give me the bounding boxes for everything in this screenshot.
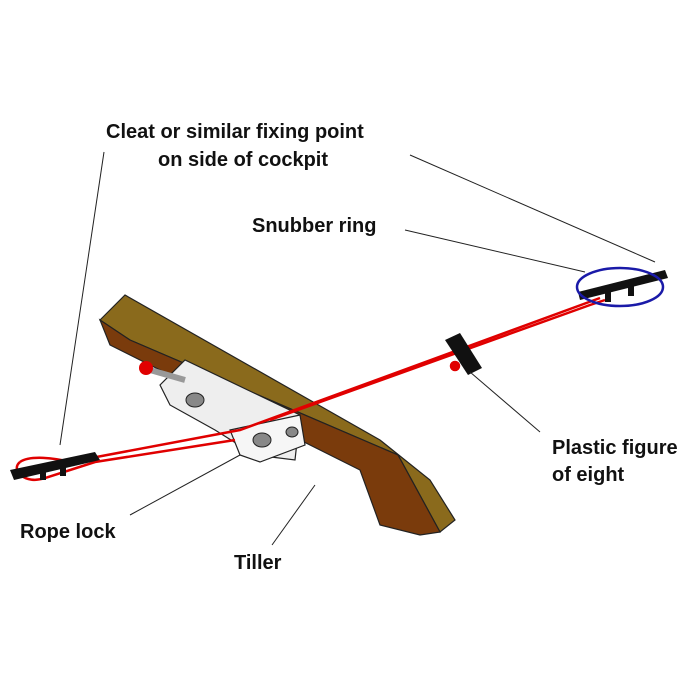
snubber-ring-label: Snubber ring (252, 215, 377, 237)
figure-of-eight-label-line2: of eight (552, 464, 625, 486)
right-cleat (578, 270, 668, 302)
left-cleat (10, 452, 100, 480)
cleat-label-line1: Cleat or similar fixing point (106, 121, 364, 143)
rope-lock-label: Rope lock (20, 521, 116, 543)
leader-lines (59, 151, 656, 546)
snubber-ring-highlight (575, 266, 665, 308)
figure-of-eight-label-line1: Plastic figure (552, 437, 678, 459)
figure-of-eight (445, 333, 482, 375)
cleat-label-line2: on side of cockpit (158, 149, 329, 171)
tiller-label: Tiller (234, 552, 282, 574)
